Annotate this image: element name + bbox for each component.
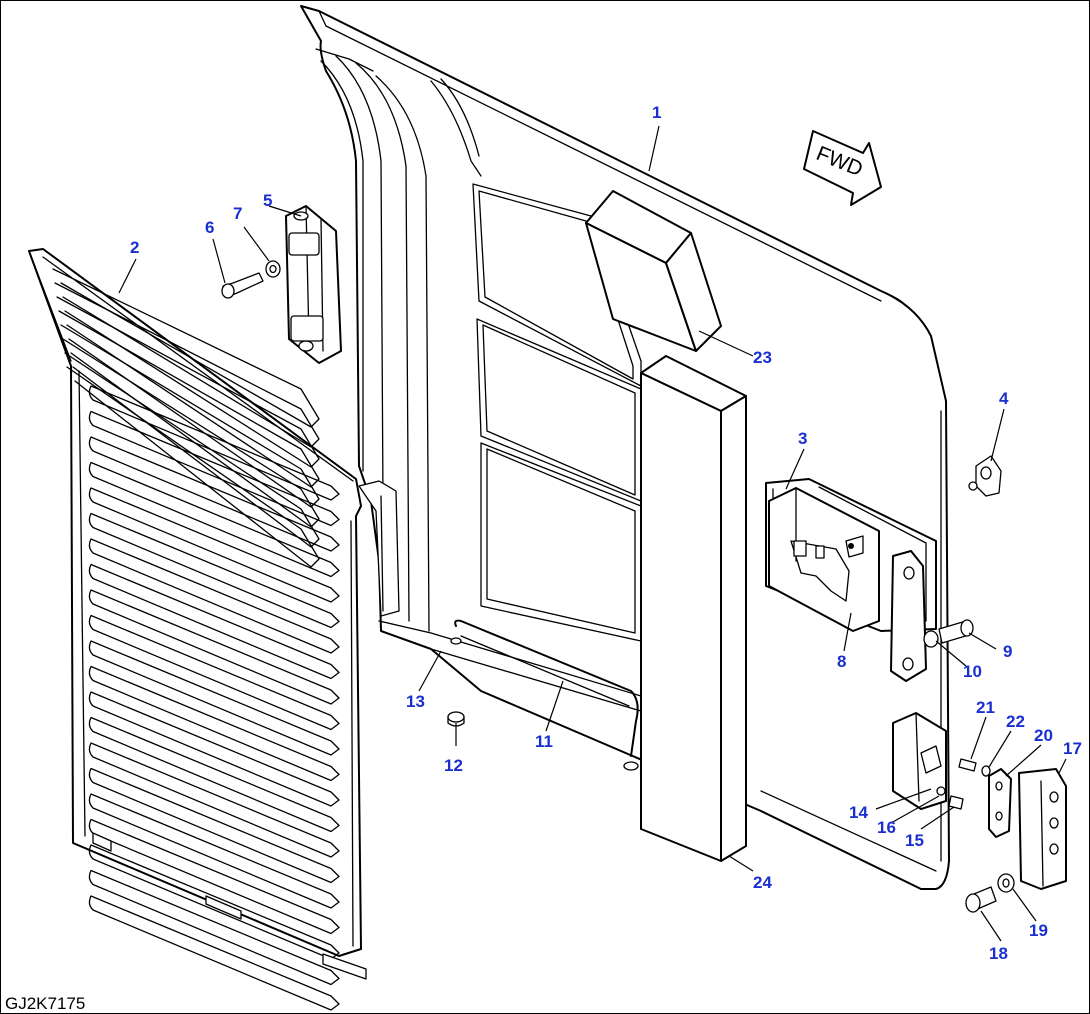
part-15-pin bbox=[948, 795, 964, 810]
callout-22: 22 bbox=[1006, 712, 1025, 731]
louver-slat bbox=[88, 844, 340, 960]
louver-slat bbox=[88, 563, 340, 680]
part-21-bolt bbox=[958, 758, 977, 772]
louver-slat bbox=[62, 338, 320, 528]
louver-slat bbox=[88, 436, 340, 552]
louver-slat bbox=[88, 410, 340, 527]
louver-slat bbox=[88, 793, 340, 909]
louver-slat bbox=[66, 366, 320, 568]
drawing-number: GJ2K7175 bbox=[5, 994, 85, 1013]
callout-13: 13 bbox=[406, 692, 425, 711]
louver-slat bbox=[88, 487, 340, 603]
part-19-washer bbox=[997, 873, 1015, 893]
part-9-bolt bbox=[938, 619, 974, 644]
part-7-washer bbox=[265, 260, 281, 278]
louver-slat bbox=[88, 665, 340, 782]
louver-slat bbox=[88, 461, 340, 578]
callout-10: 10 bbox=[963, 662, 982, 681]
louver-slat bbox=[58, 310, 320, 488]
louver-slat bbox=[88, 742, 340, 858]
callout-6: 6 bbox=[205, 218, 214, 237]
callout-17: 17 bbox=[1063, 739, 1082, 758]
part-1-cover-panel bbox=[300, 5, 950, 890]
callout-20: 20 bbox=[1034, 726, 1053, 745]
leader-lines bbox=[118, 125, 1067, 942]
louver-slat bbox=[54, 282, 320, 448]
callout-12: 12 bbox=[444, 756, 463, 775]
grille-louvers bbox=[52, 268, 340, 1011]
callout-14: 14 bbox=[849, 803, 868, 822]
callout-24: 24 bbox=[753, 873, 772, 892]
callout-7: 7 bbox=[233, 204, 242, 223]
callout-8: 8 bbox=[837, 652, 846, 671]
callout-21: 21 bbox=[976, 698, 995, 717]
louver-slat bbox=[88, 869, 340, 986]
part-11-rod bbox=[450, 619, 639, 771]
louver-slat bbox=[88, 538, 340, 654]
callout-2: 2 bbox=[130, 238, 139, 257]
part-4-clip bbox=[968, 455, 1002, 497]
louver-slat bbox=[88, 512, 340, 629]
part-6-bolt bbox=[221, 272, 264, 299]
part-17-plate bbox=[1018, 768, 1067, 890]
callout-labels: 1 2 3 4 5 6 7 8 9 10 11 12 13 14 15 16 1… bbox=[130, 103, 1082, 963]
callout-18: 18 bbox=[989, 944, 1008, 963]
callout-9: 9 bbox=[1003, 642, 1012, 661]
callout-5: 5 bbox=[263, 191, 272, 210]
louver-slat bbox=[88, 895, 340, 1011]
part-10-bracket bbox=[890, 550, 939, 682]
forward-direction-arrow: FWD bbox=[803, 130, 882, 206]
callout-19: 19 bbox=[1029, 921, 1048, 940]
callout-1: 1 bbox=[652, 103, 661, 122]
callout-4: 4 bbox=[999, 389, 1009, 408]
callout-15: 15 bbox=[905, 831, 924, 850]
louver-slat bbox=[88, 614, 340, 731]
part-14-striker-bracket bbox=[892, 712, 947, 810]
louver-slat bbox=[52, 268, 320, 428]
louver-slat bbox=[88, 589, 340, 705]
louver-slat bbox=[88, 385, 340, 501]
part-18-bolt bbox=[965, 886, 997, 913]
callout-3: 3 bbox=[798, 429, 807, 448]
louver-slat bbox=[88, 818, 340, 935]
part-22-washer bbox=[981, 765, 991, 777]
part-5-hinge bbox=[285, 205, 342, 364]
louver-slat bbox=[88, 640, 340, 756]
part-24-foam-block bbox=[640, 355, 747, 862]
louver-slat bbox=[64, 352, 320, 548]
part-8-latch bbox=[768, 487, 880, 632]
callout-23: 23 bbox=[753, 348, 772, 367]
louver-slat bbox=[60, 324, 320, 508]
part-23-pad-block bbox=[585, 190, 722, 352]
louver-slat bbox=[88, 691, 340, 807]
louver-slat bbox=[88, 716, 340, 833]
louver-slat bbox=[88, 767, 340, 884]
louver-slat bbox=[56, 296, 320, 468]
part-2-louvered-grille bbox=[28, 248, 400, 1011]
callout-11: 11 bbox=[535, 732, 553, 751]
callout-16: 16 bbox=[877, 818, 896, 837]
fwd-label: FWD bbox=[813, 142, 866, 181]
part-20-spacer bbox=[988, 768, 1012, 838]
